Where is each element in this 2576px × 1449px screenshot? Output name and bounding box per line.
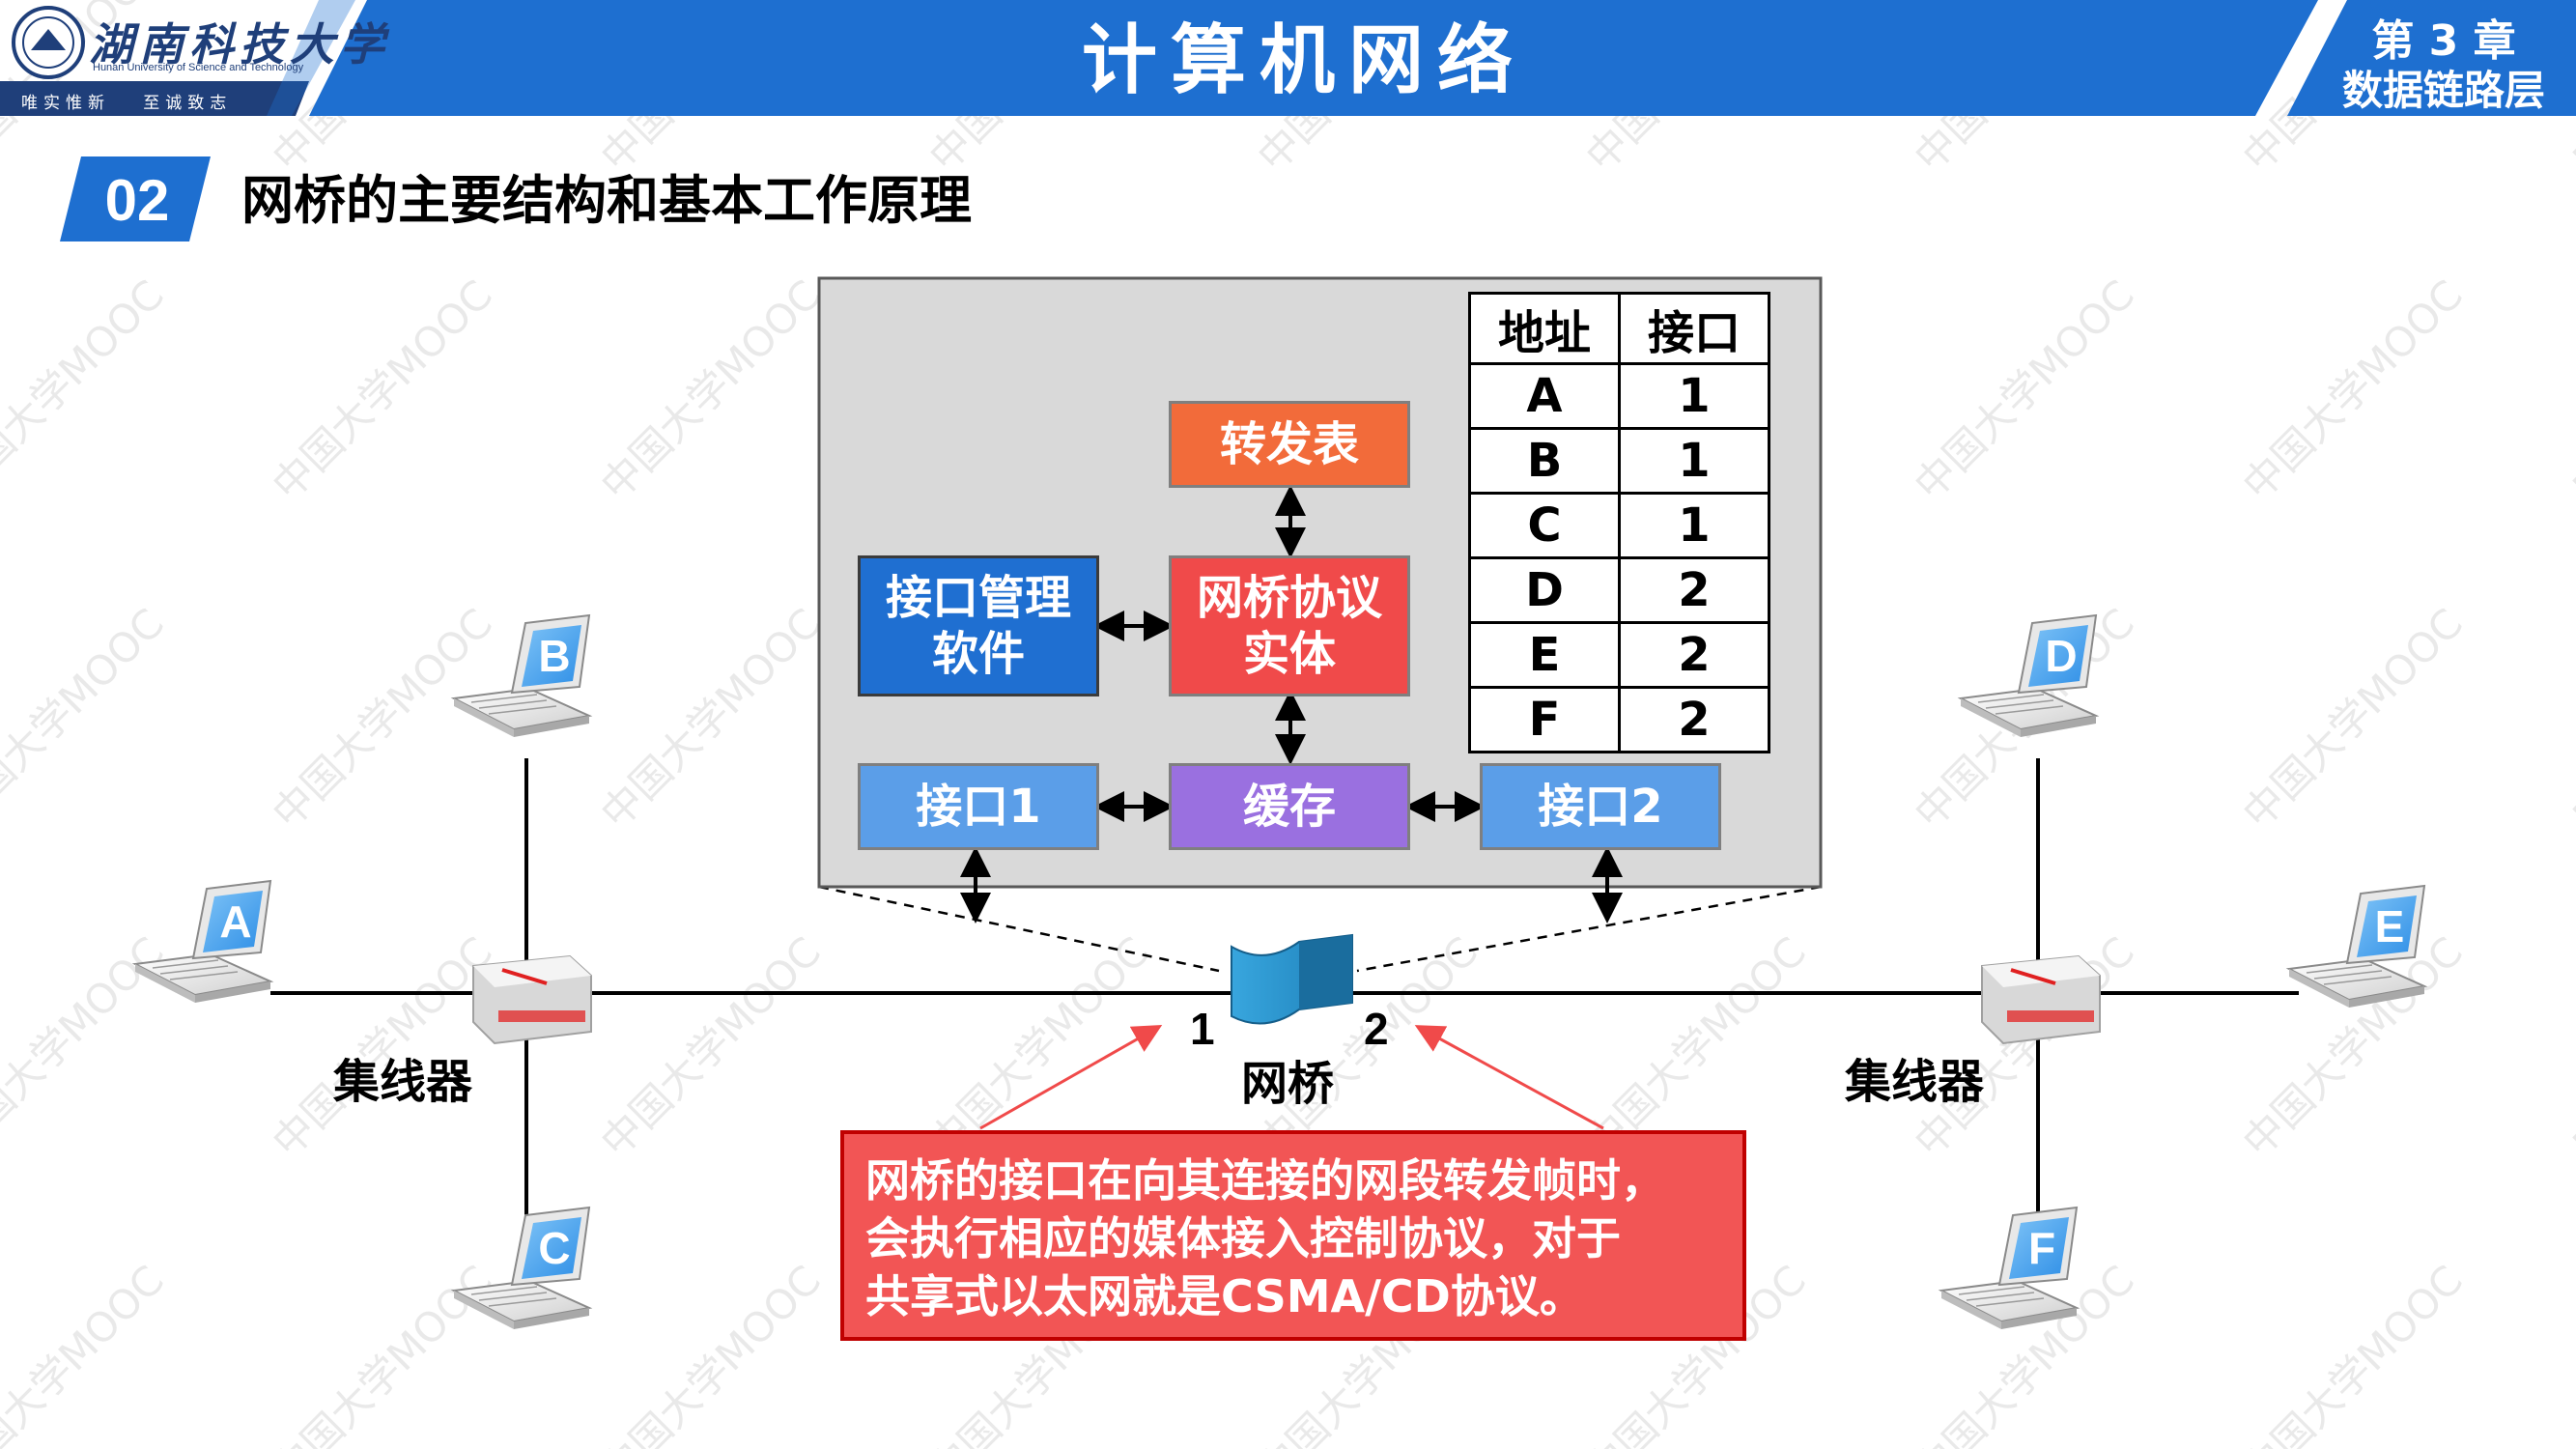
table-cell-port: 1 <box>1618 427 1770 495</box>
watermark-text: 中国大学MOOC <box>591 928 830 1167</box>
table-cell-address: D <box>1468 556 1621 624</box>
table-cell-port: 2 <box>1618 556 1770 624</box>
watermark-text: 中国大学MOOC <box>2562 928 2576 1167</box>
watermark-text: 中国大学MOOC <box>0 1257 173 1449</box>
host-e-label: E <box>2375 901 2405 952</box>
watermark-text: 中国大学MOOC <box>1905 271 2143 510</box>
watermark-text: 中国大学MOOC <box>591 600 830 838</box>
table-cell-address: A <box>1468 362 1621 430</box>
buffer-label: 缓存 <box>1242 780 1336 834</box>
table-cell-address: F <box>1468 686 1621 753</box>
table-header-row: 地址 接口 <box>1468 292 1770 365</box>
table-cell-port: 1 <box>1618 492 1770 559</box>
watermark-text: 中国大学MOOC <box>2562 271 2576 510</box>
host-d-label: D <box>2045 631 2077 681</box>
table-header-port: 接口 <box>1618 292 1770 365</box>
watermark-text: 中国大学MOOC <box>591 271 830 510</box>
host-f-label: F <box>2028 1223 2055 1273</box>
chapter-number: 第 3 章 <box>2371 16 2516 66</box>
explanation-note: 网桥的接口在向其连接的网段转发帧时， 会执行相应的媒体接入控制协议，对于 共享式… <box>840 1130 1746 1341</box>
university-motto: 唯实惟新 至诚致志 <box>21 94 233 113</box>
watermark-text: 中国大学MOOC <box>2562 600 2576 838</box>
table-cell-address: C <box>1468 492 1621 559</box>
host-f-laptop-icon: F <box>1938 1206 2081 1329</box>
host-a-label: A <box>219 896 251 947</box>
port2-label: 接口2 <box>1538 780 1663 834</box>
university-name-en: Hunan University of Science and Technolo… <box>93 62 304 73</box>
course-title: 计算机网络 <box>1081 17 1526 104</box>
host-a-laptop-icon: A <box>131 879 274 1003</box>
note-line-1: 网桥的接口在向其连接的网段转发帧时， <box>865 1154 1665 1207</box>
forwarding-table-label: 转发表 <box>1219 417 1359 471</box>
buffer-box: 缓存 <box>1169 763 1410 850</box>
watermark-text: 中国大学MOOC <box>591 1257 830 1449</box>
section-title: 网桥的主要结构和基本工作原理 <box>241 170 972 231</box>
watermark-text: 中国大学MOOC <box>263 600 501 838</box>
protocol-entity-label-2: 实体 <box>1242 627 1336 681</box>
watermark-text: 中国大学MOOC <box>0 271 173 510</box>
watermark-text: 中国大学MOOC <box>263 1257 501 1449</box>
watermark-text: 中国大学MOOC <box>2233 600 2472 838</box>
hub-left-label: 集线器 <box>333 1055 473 1109</box>
protocol-entity-label-1: 网桥协议 <box>1196 571 1382 625</box>
internal-arrows <box>960 485 1623 923</box>
protocol-entity-box: 网桥协议 实体 <box>1169 555 1410 696</box>
header-bar <box>0 0 2576 116</box>
section-number: 02 <box>104 168 170 233</box>
hub-right-label: 集线器 <box>1845 1055 1985 1109</box>
bridge-label: 网桥 <box>1241 1057 1335 1111</box>
port2-box: 接口2 <box>1480 763 1721 850</box>
port1-box: 接口1 <box>858 763 1099 850</box>
port-management-label-2: 软件 <box>931 627 1025 681</box>
bridge-port1-number: 1 <box>1190 1004 1215 1054</box>
section-number-tab <box>60 156 211 242</box>
watermark-text: 中国大学MOOC <box>2233 1257 2472 1449</box>
table-cell-port: 1 <box>1618 362 1770 430</box>
host-c-laptop-icon: C <box>450 1206 593 1329</box>
bridge-icon <box>1231 933 1353 1025</box>
bridge-port2-number: 2 <box>1364 1004 1389 1054</box>
host-c-label: C <box>538 1223 570 1273</box>
watermark-text: 中国大学MOOC <box>2562 1257 2576 1449</box>
hub-right-icon <box>1981 954 2101 1045</box>
university-name: 湖南科技大学 <box>89 18 390 71</box>
forwarding-table-box: 转发表 <box>1169 401 1410 488</box>
watermark-text: 中国大学MOOC <box>2233 271 2472 510</box>
table-cell-port: 2 <box>1618 621 1770 689</box>
host-d-laptop-icon: D <box>1957 613 2100 737</box>
callout-arrows <box>979 1025 1604 1130</box>
host-b-label: B <box>538 631 570 681</box>
port-management-box: 接口管理 软件 <box>858 555 1099 696</box>
host-e-laptop-icon: E <box>2285 884 2428 1008</box>
hub-left-icon <box>472 954 592 1045</box>
host-b-laptop-icon: B <box>450 613 593 737</box>
table-cell-port: 2 <box>1618 686 1770 753</box>
table-cell-address: E <box>1468 621 1621 689</box>
table-cell-address: B <box>1468 427 1621 495</box>
port-management-label-1: 接口管理 <box>885 571 1071 625</box>
table-header-address: 地址 <box>1468 292 1621 365</box>
watermark-text: 中国大学MOOC <box>0 600 173 838</box>
chapter-name: 数据链路层 <box>2341 67 2545 114</box>
note-line-3: 共享式以太网就是CSMA/CD协议。 <box>865 1270 1584 1322</box>
port1-label: 接口1 <box>916 780 1041 834</box>
watermark-text: 中国大学MOOC <box>263 271 501 510</box>
university-logo-icon <box>12 6 85 79</box>
note-line-2: 会执行相应的媒体接入控制协议，对于 <box>865 1212 1621 1264</box>
